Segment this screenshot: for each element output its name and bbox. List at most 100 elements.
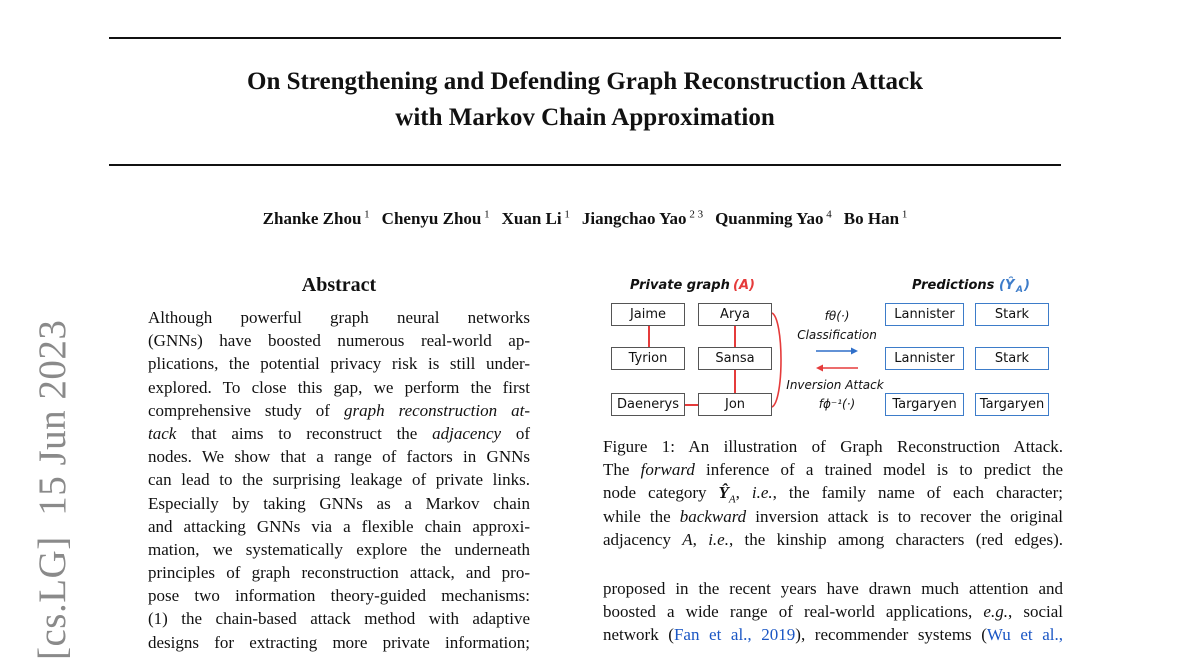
author-affiliation: 4 bbox=[823, 208, 832, 220]
text-span: , bbox=[692, 529, 709, 549]
edge-arya-jon bbox=[771, 312, 782, 408]
private-graph-label: Private graph bbox=[630, 278, 730, 293]
text-line: pose two information theory-guided mecha… bbox=[148, 584, 530, 607]
abstract-text: Although powerful graph neural networks (… bbox=[148, 306, 530, 654]
text-line: adjacency A, i.e., the kinship among cha… bbox=[603, 528, 1063, 551]
edge-sansa-jon bbox=[734, 370, 736, 393]
text-span: and attacking GNNs via a flexible chain … bbox=[148, 516, 530, 536]
arrows-icon bbox=[816, 347, 858, 372]
text-span: graph reconstruction at- bbox=[343, 400, 531, 420]
private-graph-symbol: (A) bbox=[733, 278, 755, 293]
author-name: Chenyu Zhou bbox=[381, 208, 482, 228]
inverse-function: fɸ⁻¹(·) bbox=[818, 397, 856, 411]
text-span: , social bbox=[1007, 602, 1063, 622]
text-line: Especially by taking GNNs as a Markov ch… bbox=[148, 492, 530, 515]
text-span: tack bbox=[148, 423, 177, 443]
text-line: and attacking GNNs via a flexible chain … bbox=[148, 515, 530, 538]
y-hat-sub: A bbox=[1016, 285, 1023, 295]
text-span bbox=[752, 625, 762, 644]
text-span: (GNNs) have boosted numerous real-world … bbox=[148, 331, 530, 351]
y-hat-close: ) bbox=[1024, 278, 1030, 293]
text-span: Ŷ bbox=[718, 483, 729, 503]
author: Quanming Yao 4 bbox=[715, 208, 832, 228]
text-line: designs for extracting more private info… bbox=[148, 631, 530, 654]
prediction-box: Targaryen bbox=[885, 393, 964, 416]
text-line: nodes. We show that a range of factors i… bbox=[148, 445, 530, 468]
text-line: plications, the potential privacy risk i… bbox=[148, 352, 530, 375]
text-span: of bbox=[501, 423, 530, 443]
node-box: Tyrion bbox=[611, 347, 685, 370]
predictions-label: Predictions bbox=[912, 278, 995, 293]
author: Bo Han 1 bbox=[843, 208, 908, 228]
node-box: Jaime bbox=[611, 303, 685, 326]
inverse-label: Inversion Attack bbox=[786, 378, 884, 392]
text-span: (1) the chain-based attack method with a… bbox=[148, 609, 530, 629]
figure-caption: Figure 1: An illustration of Graph Recon… bbox=[603, 435, 1063, 551]
prediction-box: Lannister bbox=[885, 303, 964, 326]
text-span: ), recommender systems ( bbox=[795, 625, 987, 645]
text-line: tack that aims to reconstruct the adjace… bbox=[148, 422, 530, 445]
author-name: Jiangchao Yao bbox=[581, 208, 687, 228]
text-line: comprehensive study of graph reconstruct… bbox=[148, 399, 530, 422]
text-span: A bbox=[728, 493, 736, 506]
text-span: proposed in the recent years have drawn … bbox=[603, 579, 1063, 598]
text-line: boosted a wide range of real-world appli… bbox=[603, 601, 1063, 624]
text-span: can lead to the surprising leakage of pr… bbox=[148, 470, 530, 490]
paper-title-line1: On Strengthening and Defending Graph Rec… bbox=[247, 68, 923, 95]
text-line: Figure 1: An illustration of Graph Recon… bbox=[603, 435, 1063, 458]
text-span: Although powerful graph neural networks bbox=[148, 308, 530, 327]
author-name: Quanming Yao bbox=[715, 208, 824, 228]
text-span: i.e. bbox=[708, 529, 729, 549]
citation-link[interactable]: Fan et al., bbox=[673, 625, 752, 645]
edge-jaime-tyrion bbox=[648, 326, 650, 347]
forward-function: fθ(·) bbox=[824, 309, 850, 323]
text-span: pose two information theory-guided mecha… bbox=[148, 586, 530, 606]
text-line: while the backward inversion attack is t… bbox=[603, 505, 1063, 528]
text-span: e.g. bbox=[983, 602, 1008, 622]
text-line: (1) the chain-based attack method with a… bbox=[148, 607, 530, 630]
text-line: can lead to the surprising leakage of pr… bbox=[148, 468, 530, 491]
author-affiliation: 1 bbox=[561, 208, 570, 220]
author-name: Bo Han bbox=[843, 208, 900, 228]
prediction-box: Lannister bbox=[885, 347, 964, 370]
text-span: boosted a wide range of real-world appli… bbox=[603, 602, 984, 622]
arxiv-stamp: [cs.LG] 15 Jun 2023 bbox=[31, 319, 74, 660]
edge-daenerys-jon bbox=[684, 404, 699, 406]
citation-link[interactable]: Wu et al., bbox=[986, 625, 1064, 645]
text-span: mation, we systematically explore the un… bbox=[148, 539, 530, 559]
paper-title-line2: with Markov Chain Approximation bbox=[395, 104, 775, 131]
text-span: A bbox=[682, 529, 693, 549]
text-span: forward bbox=[640, 460, 695, 480]
text-span: Figure 1: An illustration of Graph Recon… bbox=[603, 437, 1063, 456]
y-hat: (Ŷ bbox=[999, 278, 1015, 293]
text-span: adjacency bbox=[603, 529, 683, 549]
text-span: that aims to reconstruct the bbox=[176, 423, 433, 443]
text-span: Especially by taking GNNs as a Markov ch… bbox=[148, 493, 530, 513]
prediction-box: Stark bbox=[975, 347, 1049, 370]
text-line: (GNNs) have boosted numerous real-world … bbox=[148, 329, 530, 352]
text-line: The forward inference of a trained model… bbox=[603, 458, 1063, 481]
author: Xuan Li 1 bbox=[502, 208, 570, 228]
text-span: designs for extracting more private info… bbox=[148, 632, 530, 652]
author: Chenyu Zhou 1 bbox=[381, 208, 490, 228]
prediction-box: Targaryen bbox=[975, 393, 1049, 416]
text-span: while the bbox=[603, 506, 680, 526]
text-span: nodes. We show that a range of factors i… bbox=[148, 447, 530, 467]
text-line: Although powerful graph neural networks bbox=[148, 306, 530, 329]
text-span: inversion attack is to recover the origi… bbox=[746, 506, 1063, 526]
text-span: comprehensive study of bbox=[148, 400, 344, 420]
node-box: Jon bbox=[698, 393, 772, 416]
citation-link[interactable]: 2019 bbox=[761, 625, 796, 645]
text-span: network ( bbox=[603, 625, 674, 645]
text-span: adjacency bbox=[432, 423, 502, 443]
text-span: , bbox=[735, 483, 752, 503]
text-line: mation, we systematically explore the un… bbox=[148, 538, 530, 561]
edge-arya-sansa bbox=[734, 326, 736, 347]
text-line: explored. To close this gap, we perform … bbox=[148, 376, 530, 399]
text-span: principles of graph reconstruction attac… bbox=[148, 563, 530, 583]
node-box: Daenerys bbox=[611, 393, 685, 416]
bottom-rule bbox=[109, 164, 1061, 166]
top-rule bbox=[109, 37, 1061, 39]
node-box: Arya bbox=[698, 303, 772, 326]
